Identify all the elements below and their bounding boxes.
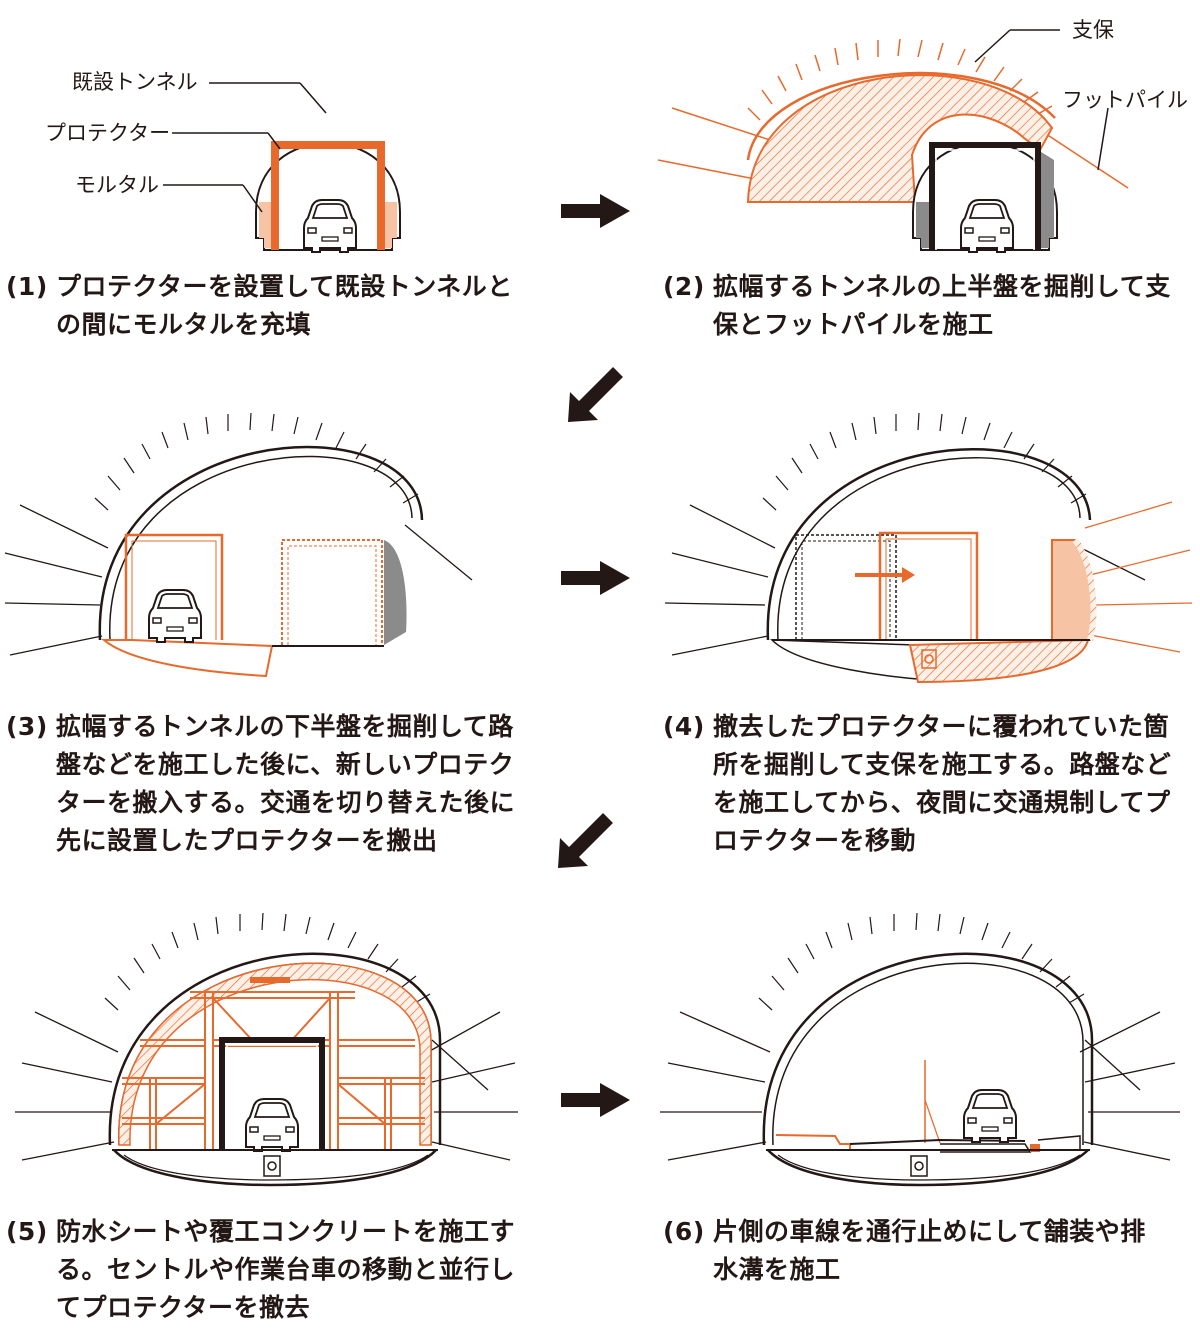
step-text: 拡幅するトンネルの下半盤を掘削して路 盤などを施工した後に、新しいプロテク ター… bbox=[56, 712, 516, 855]
panel-2-diagram bbox=[657, 29, 1129, 253]
step-number: (1) bbox=[6, 272, 48, 301]
protector-frame bbox=[271, 141, 385, 250]
foot-pile-label: フットパイル bbox=[1062, 88, 1188, 112]
panel-3-diagram bbox=[4, 412, 473, 678]
step-text: 片側の車線を通行止めにして舗装や排 水溝を施工 bbox=[713, 1217, 1146, 1284]
step-4-caption: (4) 撤去したプロテクターに覆われていた箇 所を掘削して支保を施工する。路盤な… bbox=[663, 708, 1193, 864]
step-number: (4) bbox=[663, 712, 705, 741]
lining-concrete bbox=[118, 962, 432, 1146]
right-arrow bbox=[561, 194, 630, 228]
step-text: 拡幅するトンネルの上半盤を掘削して支 保とフットパイルを施工 bbox=[713, 272, 1171, 339]
step-text: 防水シートや覆工コンクリートを施工す る。セントルや作業台車の移動と並行し てプ… bbox=[56, 1217, 516, 1322]
panel-4-diagram bbox=[664, 412, 1193, 684]
step-text: プロテクターを設置して既設トンネルと の間にモルタルを充填 bbox=[56, 272, 513, 339]
panel-1-diagram bbox=[163, 82, 401, 253]
step-number: (3) bbox=[6, 712, 48, 741]
support-ribs bbox=[746, 71, 1056, 161]
right-arrow bbox=[561, 561, 630, 595]
panel-6-diagram bbox=[660, 912, 1180, 1187]
down-left-arrow bbox=[558, 813, 613, 868]
car-icon bbox=[245, 1098, 299, 1152]
step-number: (5) bbox=[6, 1217, 48, 1246]
step-1-caption: (1) プロテクターを設置して既設トンネルと の間にモルタルを充填 bbox=[6, 268, 536, 348]
car-icon bbox=[303, 199, 357, 253]
down-left-arrow bbox=[568, 367, 623, 422]
step-5-caption: (5) 防水シートや覆工コンクリートを施工す る。セントルや作業台車の移動と並行… bbox=[6, 1213, 536, 1329]
car-icon bbox=[963, 1089, 1017, 1143]
car-icon bbox=[960, 199, 1014, 253]
support-label: 支保 bbox=[1072, 18, 1114, 42]
protector-label: プロテクター bbox=[45, 121, 171, 145]
upper-half-excavation bbox=[746, 74, 1054, 203]
mortar-label: モルタル bbox=[75, 173, 159, 197]
car-icon bbox=[148, 589, 202, 643]
existing-tunnel-label: 既設トンネル bbox=[72, 70, 198, 94]
step-6-caption: (6) 片側の車線を通行止めにして舗装や排 水溝を施工 bbox=[663, 1213, 1193, 1293]
step-2-caption: (2) 拡幅するトンネルの上半盤を掘削して支 保とフットパイルを施工 bbox=[663, 268, 1193, 348]
step-text: 撤去したプロテクターに覆われていた箇 所を掘削して支保を施工する。路盤など を施… bbox=[713, 712, 1172, 855]
step-number: (2) bbox=[663, 272, 705, 301]
right-arrow bbox=[561, 1083, 630, 1117]
panel-5-diagram bbox=[15, 912, 518, 1187]
step-number: (6) bbox=[663, 1217, 705, 1246]
step-3-caption: (3) 拡幅するトンネルの下半盤を掘削して路 盤などを施工した後に、新しいプロテ… bbox=[6, 708, 536, 864]
